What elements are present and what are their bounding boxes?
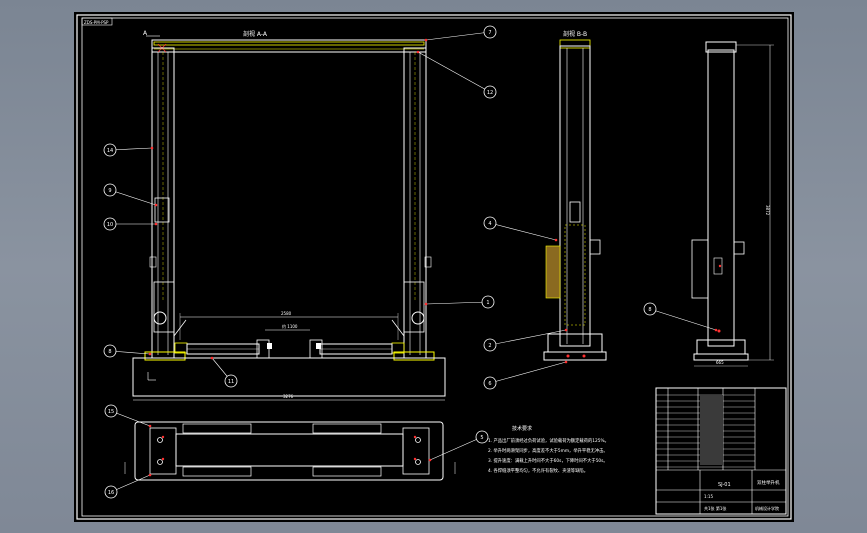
balloon-circle <box>103 217 117 231</box>
balloon-circle <box>104 485 118 499</box>
title-block <box>655 387 787 515</box>
balloon-label: 2 <box>488 343 491 349</box>
hatched-carriage <box>545 245 561 299</box>
leader-line <box>429 436 483 461</box>
drawing-number: SJ-01 <box>718 482 731 488</box>
leader-dot <box>424 302 428 306</box>
leader-line <box>110 474 151 493</box>
balloon-circle <box>643 302 657 316</box>
tech-line-4: 4. 各焊缝须平整均匀，不允许有裂纹、夹渣等缺陷。 <box>488 467 588 474</box>
balloon-circle <box>104 404 118 418</box>
leader-line <box>489 329 567 346</box>
balloon-label: 10 <box>107 222 113 228</box>
balloon-label: 1 <box>486 300 489 306</box>
leader-line <box>109 350 151 355</box>
leader-dot <box>148 473 152 477</box>
top-view-outer <box>134 421 444 481</box>
balloon-circle <box>103 183 117 197</box>
leader-line <box>109 189 157 206</box>
top-view <box>124 421 456 481</box>
leader-dot <box>154 222 158 226</box>
leader-line <box>110 410 151 427</box>
leader-line <box>489 361 567 384</box>
leader-dot <box>416 50 420 54</box>
balloon-label: 11 <box>228 379 234 385</box>
top-crossbeam <box>151 39 427 53</box>
inner-border <box>81 17 789 517</box>
leader-line <box>425 31 491 41</box>
balloon-circle <box>483 85 497 99</box>
dim-inner-width: 2580 <box>281 311 292 316</box>
leader-lines <box>109 31 718 493</box>
leader-line <box>417 51 491 93</box>
balloon-label: 6 <box>488 381 491 387</box>
tech-line-1: 1. 产品出厂前须经过负荷试验，试验载荷为额定载荷的125%。 <box>488 437 609 444</box>
drawing-sheet <box>74 12 794 522</box>
leader-line <box>425 301 489 305</box>
side-column-right <box>707 49 735 347</box>
balloon-label: 7 <box>488 30 491 36</box>
dim-inner-short: 约 1100 <box>282 323 298 329</box>
tech-requirements: 技术要求 1. 产品出厂前须经过负荷试验，试验载荷为额定载荷的125%。 2. … <box>488 425 609 474</box>
balloon-circle <box>483 25 497 39</box>
dim-overall-width: 3276 <box>283 394 294 399</box>
side-view-right: 3872 665 <box>691 41 774 367</box>
drawing-company: 机械设计学院 <box>755 505 779 511</box>
leader-dot <box>424 38 428 42</box>
balloon-label: 16 <box>108 490 114 496</box>
tech-heading: 技术要求 <box>512 425 532 432</box>
drawing-name: 双柱举升机 <box>757 479 780 486</box>
leader-dot <box>714 328 718 332</box>
leader-dot <box>210 356 214 360</box>
leader-dot <box>148 424 152 428</box>
tech-line-2: 2. 举升时两滑架同步，高度差不大于5mm，举升平稳无冲击。 <box>488 447 608 454</box>
leader-line <box>109 147 153 151</box>
balloon-circle <box>224 374 238 388</box>
outer-border <box>76 14 792 520</box>
balloon-label: 8 <box>648 307 651 313</box>
right-base-plate <box>393 351 435 361</box>
leader-dot <box>150 146 154 150</box>
side-view-bb: 剖视 B-B <box>543 30 607 361</box>
leader-dot <box>554 238 558 242</box>
leader-dot <box>564 360 568 364</box>
balloon-circle <box>483 376 497 390</box>
balloon-circle <box>481 295 495 309</box>
dim-side-base: 665 <box>716 360 724 365</box>
leader-line <box>649 308 717 331</box>
balloon-label: 8 <box>108 349 111 355</box>
leader-dot <box>154 203 158 207</box>
balloon-label: 9 <box>108 188 111 194</box>
dim-overall-height: 3872 <box>765 205 770 216</box>
balloon-circle <box>483 338 497 352</box>
leader-dot <box>564 328 568 332</box>
balloon-label: 12 <box>487 90 493 96</box>
side-column <box>559 45 591 347</box>
balloon-label: 14 <box>107 148 113 154</box>
balloon-circle <box>475 430 489 444</box>
left-base-plate <box>144 351 186 361</box>
view-bb-label: 剖视 B-B <box>563 30 587 38</box>
section-marker-a: A <box>143 30 148 37</box>
leader-dot <box>428 458 432 462</box>
balloon-circle <box>103 344 117 358</box>
balloon-circle <box>103 143 117 157</box>
leader-line <box>489 222 557 241</box>
balloon-label: 5 <box>480 435 483 441</box>
drawing-sheet-count: 共1张 第1张 <box>704 505 726 511</box>
front-view: 剖视 A-A A <box>132 30 446 401</box>
balloon-label: 4 <box>488 221 491 227</box>
leader-dot <box>148 352 152 356</box>
drawing-scale: 1:15 <box>704 494 713 499</box>
balloon-label: 15 <box>108 409 114 415</box>
balloon-circle <box>483 216 497 230</box>
title-stamp: ZDS-PM-PSP <box>81 17 113 26</box>
title-stamp-text: ZDS-PM-PSP <box>84 20 109 25</box>
tech-line-3: 3. 提升速度：满载上升时间不大于60s，下降时间不大于50s。 <box>488 457 608 464</box>
view-aa-label: 剖视 A-A <box>243 30 268 38</box>
foundation-slab <box>132 357 446 397</box>
